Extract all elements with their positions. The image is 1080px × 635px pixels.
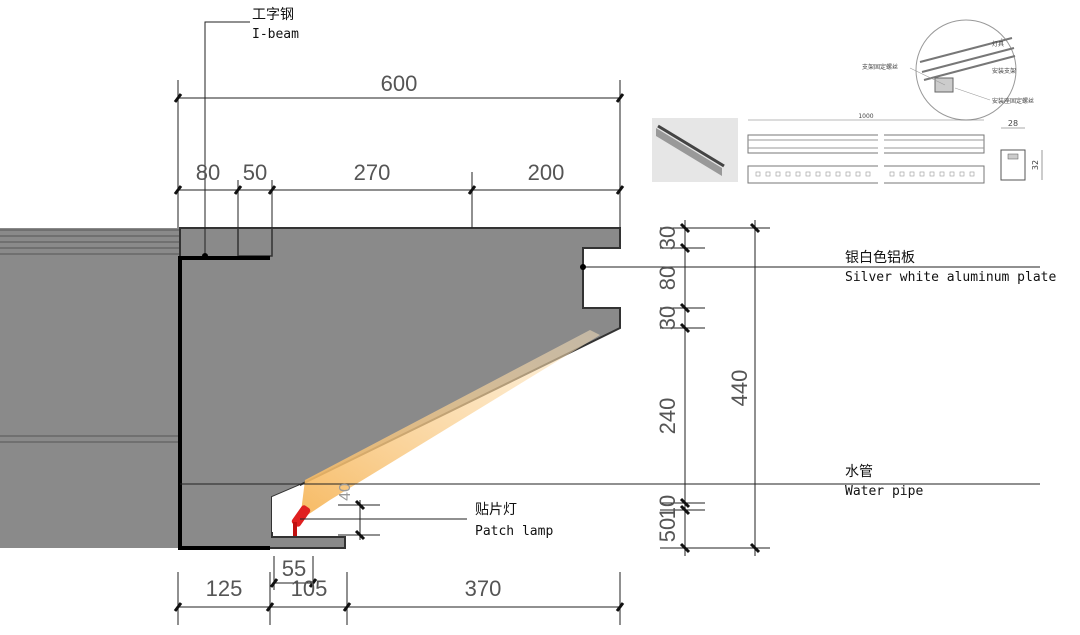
dim-80: 80 [196, 160, 220, 185]
dim-r-80: 80 [655, 266, 680, 290]
callout-base-screw: 安装座固定螺丝 [992, 97, 1034, 105]
top-dimensions: 600 80 50 270 200 [173, 71, 625, 228]
lamp-label-cn: 贴片灯 [475, 502, 517, 518]
dim-r-240: 240 [655, 398, 680, 435]
inset-height: 32 [1031, 160, 1040, 170]
dim-200: 200 [528, 160, 565, 185]
dim-600: 600 [381, 71, 418, 96]
pipe-label-cn: 水管 [845, 464, 873, 480]
dim-r-440: 440 [727, 370, 752, 407]
dim-270: 270 [354, 160, 391, 185]
callout-bracket: 安装支架 [992, 67, 1016, 75]
bottom-dimensions: 125 105 370 55 [173, 556, 625, 625]
light-beam [300, 330, 600, 520]
dim-105: 105 [291, 576, 328, 601]
dim-r-50: 50 [655, 518, 680, 542]
lamp-label-en: Patch lamp [475, 524, 553, 539]
ibeam-label-cn: 工字钢 [252, 7, 294, 23]
aluminum-profile [179, 227, 621, 549]
callout-bracket-screw: 支架固定螺丝 [862, 63, 898, 71]
wall-section [0, 228, 240, 548]
dim-370: 370 [465, 576, 502, 601]
lamp-dimension: 40 [337, 483, 380, 541]
right-dimensions: 30 80 30 240 10 50 440 [655, 220, 770, 556]
plate-label-en: Silver white aluminum plate [845, 270, 1056, 285]
ibeam-label-en: I-beam [252, 27, 299, 42]
inset-length: 1000 [858, 113, 873, 120]
callout-lamp: 灯具 [992, 40, 1004, 48]
patch-lamp-icon [291, 505, 311, 536]
dim-40: 40 [337, 483, 354, 501]
product-inset: 灯具 安装支架 支架固定螺丝 安装座固定螺丝 1000 28 32 [652, 19, 1043, 186]
plate-label-cn: 银白色铝板 [845, 249, 915, 266]
lamp-cavity [272, 485, 300, 532]
inset-width: 28 [1008, 119, 1018, 128]
pipe-label-en: Water pipe [845, 484, 923, 499]
dim-50: 50 [243, 160, 267, 185]
dim-r-30a: 30 [655, 226, 680, 250]
dim-r-10: 10 [655, 495, 680, 519]
ibeam-outline [178, 256, 270, 550]
ibeam-leader [204, 21, 250, 258]
dim-55: 55 [282, 556, 306, 581]
dim-125: 125 [206, 576, 243, 601]
dim-r-30b: 30 [655, 306, 680, 330]
